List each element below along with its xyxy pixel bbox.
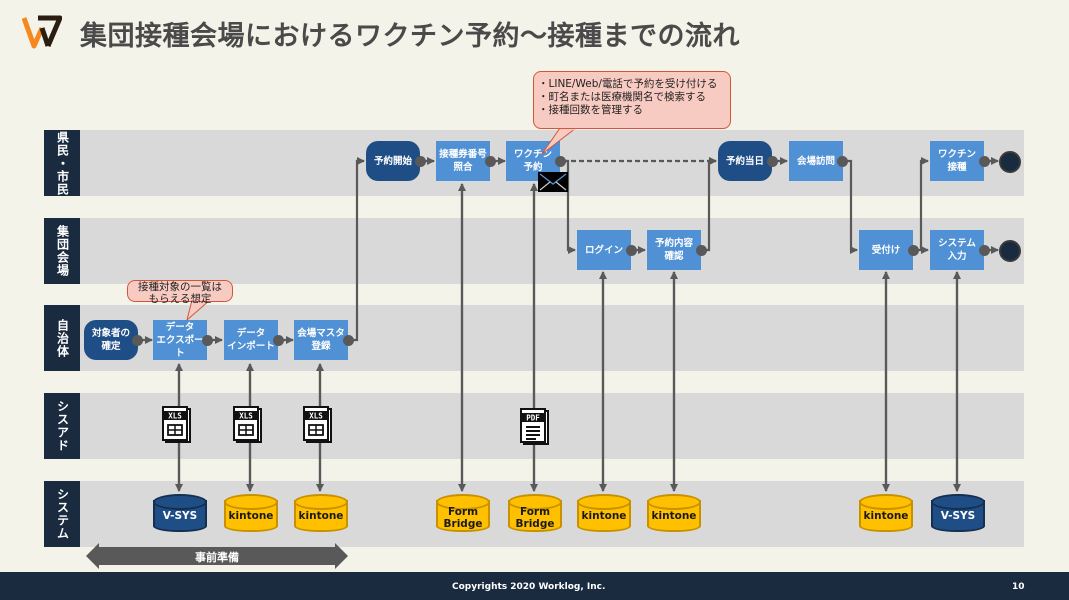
step-venue-master[interactable]: 会場マスタ 登録	[294, 320, 348, 360]
lane-label: シスアド	[44, 393, 80, 459]
lane-label: 集団会場	[44, 218, 80, 284]
footer: Copyrights 2020 Worklog, Inc. 10	[0, 572, 1069, 600]
xls-document-icon: XLS	[303, 406, 332, 443]
step-reservation-start[interactable]: 予約開始	[366, 141, 420, 181]
lane-label: システム	[44, 481, 80, 547]
svg-text:PDF: PDF	[526, 414, 540, 423]
page-title: 集団接種会場におけるワクチン予約〜接種までの流れ	[80, 21, 740, 52]
step-login[interactable]: ログイン	[577, 230, 631, 270]
database-kintone[interactable]: kintone	[577, 494, 631, 534]
step-ticket-check[interactable]: 接種券番号 照合	[436, 141, 490, 181]
worklog-logo	[22, 15, 62, 49]
connector-dot	[626, 245, 637, 256]
step-vaccination[interactable]: ワクチン 接種	[930, 141, 984, 181]
database-kintone[interactable]: kintone	[294, 494, 348, 534]
step-reception[interactable]: 受付け	[859, 230, 913, 270]
callout-export-note: 接種対象の一覧は もらえる想定	[127, 280, 233, 305]
step-data-import[interactable]: データ インポート	[224, 320, 278, 360]
connector-dot	[979, 245, 990, 256]
connector-dot	[485, 156, 496, 167]
step-system-input[interactable]: システム 入力	[930, 230, 984, 270]
pdf-document-icon: PDF	[520, 408, 549, 445]
svg-text:XLS: XLS	[168, 412, 182, 421]
database-vsys[interactable]: V-SYS	[153, 494, 207, 534]
database-kintone[interactable]: kintone	[647, 494, 701, 534]
end-marker-vaccination	[999, 151, 1021, 173]
database-kintone[interactable]: kintone	[859, 494, 913, 534]
xls-document-icon: XLS	[233, 406, 262, 443]
preparation-label: 事前準備	[195, 551, 239, 564]
database-kintone[interactable]: kintone	[224, 494, 278, 534]
connector-dot	[979, 156, 990, 167]
connector-dot	[132, 335, 143, 346]
connector-dot	[767, 156, 778, 167]
end-marker-system-input	[999, 240, 1021, 262]
connector-dot	[415, 156, 426, 167]
database-vsys[interactable]: V-SYS	[931, 494, 985, 534]
connector-dot	[908, 245, 919, 256]
step-target-confirm[interactable]: 対象者の 確定	[84, 320, 138, 360]
step-venue-visit[interactable]: 会場訪問	[789, 141, 843, 181]
svg-text:XLS: XLS	[239, 412, 253, 421]
xls-document-icon: XLS	[162, 406, 191, 443]
preparation-range-arrow: 事前準備	[86, 543, 348, 569]
step-confirm-reservation[interactable]: 予約内容 確認	[647, 230, 701, 270]
lane-label: 県民・市民	[44, 130, 80, 196]
connector-dot	[837, 156, 848, 167]
lane-label: 自治体	[44, 305, 80, 371]
database-formbridge[interactable]: Form Bridge	[508, 494, 562, 534]
connector-dot	[273, 335, 284, 346]
connector-dot	[555, 156, 566, 167]
connector-dot	[343, 335, 354, 346]
svg-text:XLS: XLS	[309, 412, 323, 421]
page-number: 10	[1012, 582, 1025, 592]
step-data-export[interactable]: データ エクスポート	[153, 320, 207, 360]
callout-pointer	[541, 128, 577, 155]
email-icon	[538, 172, 568, 192]
copyright-text: Copyrights 2020 Worklog, Inc.	[452, 582, 606, 592]
step-reservation-day[interactable]: 予約当日	[718, 141, 772, 181]
connector-dot	[202, 335, 213, 346]
connector-dot	[696, 245, 707, 256]
callout-reservation-notes: ・LINE/Web/電話で予約を受け付ける ・町名または医療機関名で検索する ・…	[533, 71, 731, 129]
database-formbridge[interactable]: Form Bridge	[436, 494, 490, 534]
